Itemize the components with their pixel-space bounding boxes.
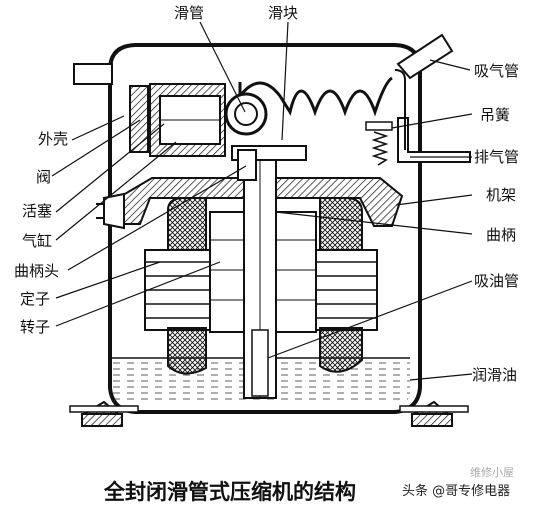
leader-lines xyxy=(51,21,473,381)
label-crankshaft: 曲柄 xyxy=(486,226,517,244)
crank-head xyxy=(237,149,257,181)
winding-right-bot xyxy=(319,327,363,373)
suction-tube xyxy=(396,33,454,80)
sliding-tube-coil xyxy=(238,76,393,117)
left-tube xyxy=(73,63,113,85)
label-rotor: 转子 xyxy=(20,318,51,336)
winding-left-bot xyxy=(167,327,207,375)
label-oil-pickup: 吸油管 xyxy=(474,272,520,290)
label-crank-head: 曲柄头 xyxy=(14,262,60,280)
spring-coil xyxy=(371,131,389,166)
winding-left-top xyxy=(167,197,207,251)
label-sliding-tube: 滑管 xyxy=(174,4,205,22)
label-piston: 活塞 xyxy=(22,202,53,220)
label-cylinder: 气缸 xyxy=(22,232,53,250)
faint-watermark: 维修小屋 xyxy=(470,466,514,479)
label-shell: 外壳 xyxy=(38,130,69,148)
winding-right-top xyxy=(319,197,363,251)
oil-pickup xyxy=(251,329,269,397)
watermark: 头条 @哥专修电器 xyxy=(402,484,511,499)
label-spring: 吊簧 xyxy=(480,106,511,124)
label-lube-oil: 润滑油 xyxy=(472,366,518,384)
frame xyxy=(116,177,404,227)
label-discharge-tube: 排气管 xyxy=(474,148,520,166)
label-frame: 机架 xyxy=(486,186,517,204)
discharge-line xyxy=(394,69,406,150)
valve-plate xyxy=(129,85,149,153)
slide-ring-inner xyxy=(234,102,258,126)
figure-caption: 全封闭滑管式压缩机的结构 xyxy=(104,479,356,504)
label-stator: 定子 xyxy=(20,290,51,308)
terminal xyxy=(103,192,125,230)
label-valve: 阀 xyxy=(36,168,52,186)
spring-cap xyxy=(365,121,393,131)
label-suction-tube: 吸气管 xyxy=(474,62,520,80)
label-sliding-block: 滑块 xyxy=(268,4,299,22)
